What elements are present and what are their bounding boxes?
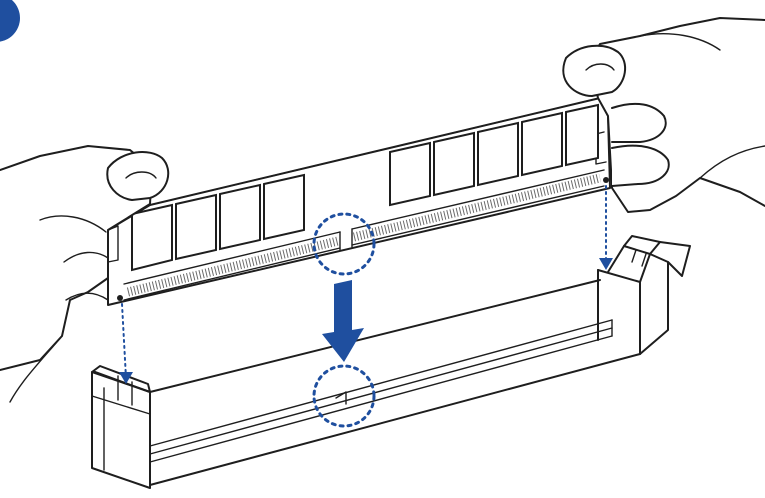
guide-left-arrowhead (119, 372, 133, 384)
slot-groove-1 (149, 319, 613, 447)
right-hand (562, 17, 765, 213)
slot-front-face (149, 281, 641, 486)
notch-circle-slot (312, 364, 376, 428)
slot-groove-2 (149, 327, 613, 455)
guide-left (121, 303, 127, 379)
left-hand (0, 145, 170, 403)
module-notch (339, 228, 353, 251)
slot-left-latch (91, 365, 151, 489)
guide-right-arrowhead (599, 258, 613, 270)
slot-right-latch (597, 235, 691, 355)
insert-arrow-icon (322, 280, 364, 362)
dimm-slot (91, 235, 691, 489)
notch-circle-module (312, 212, 376, 276)
alignment-guides (119, 185, 613, 384)
module-hole-left (117, 295, 123, 301)
memory-module (107, 97, 611, 306)
slot-key (335, 391, 347, 405)
module-contacts (123, 169, 605, 301)
module-chips-right (389, 103, 599, 207)
step-badge-icon (0, 0, 20, 42)
module-hole-right (603, 177, 609, 183)
module-chips-left (131, 173, 305, 272)
slot-groove-3 (149, 335, 613, 463)
